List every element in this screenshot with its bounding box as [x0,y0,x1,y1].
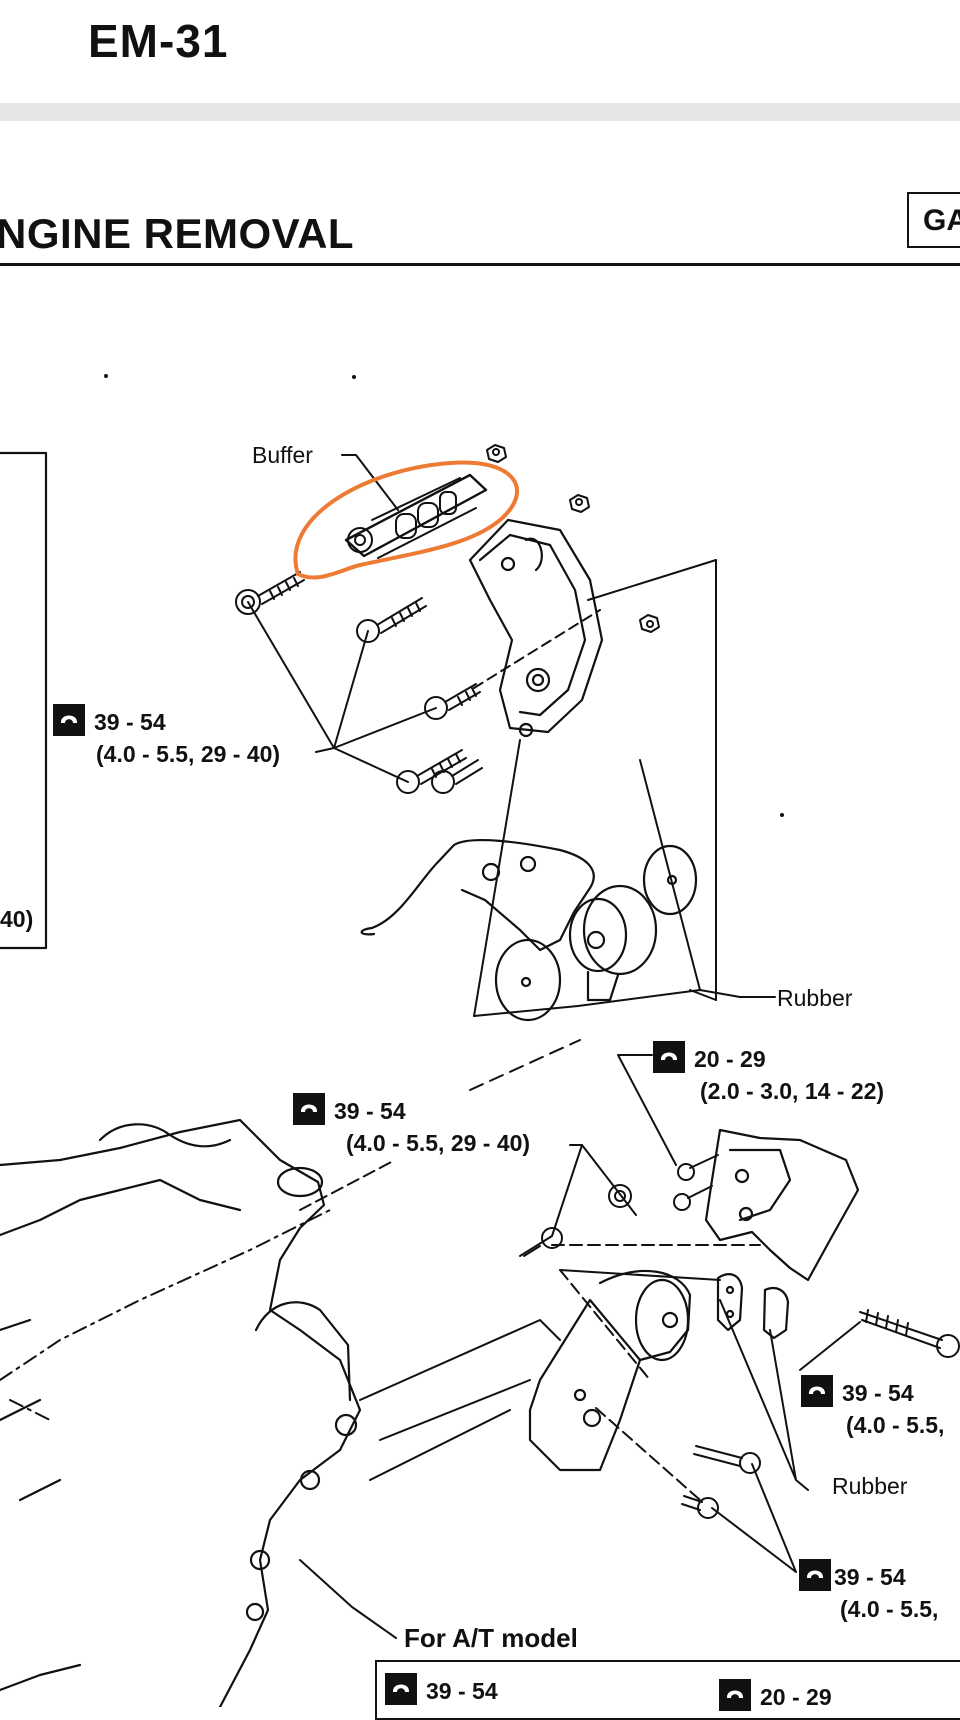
engine-mount-assembly [360,838,698,1022]
bolt-lower-right [859,1309,960,1358]
t5-leader [711,1463,797,1573]
torque-spec-2: 20 - 29 (2.0 - 3.0, 14 - 22) [652,1040,884,1107]
page-number: EM-31 [88,15,229,67]
lower-dashline [551,1244,761,1501]
bolt-left-stud [523,1227,563,1257]
left-frame [0,451,48,950]
header-band [0,103,960,121]
torque-spec-5: 39 - 54 (4.0 - 5.5, [798,1558,938,1625]
bolt-long-left [235,571,305,615]
torque-spec-1: 39 - 54 (4.0 - 5.5, 29 - 40) [52,703,280,770]
torque-range: 39 - 54 [334,1098,406,1124]
mount-bracket [468,518,604,738]
torque-wrench-icon [798,1558,832,1592]
torque-detail: (4.0 - 5.5, [846,1412,945,1438]
section-title: NGINE REMOVAL [0,210,355,257]
nut-side [639,614,660,633]
rubber-top-leader [473,989,776,1017]
engine-body [0,1118,362,1707]
bolt-lower-bottom [681,1495,719,1519]
dash-line-1 [473,609,601,689]
torque-wrench-icon [384,1672,418,1706]
torque-detail: (4.0 - 5.5, 29 - 40) [346,1130,531,1156]
torque-spec-3: 39 - 54 (4.0 - 5.5, 29 - 40) [292,1092,530,1159]
engine-dash [0,1209,331,1421]
bolt-lower-1 [424,683,481,720]
at-model-label: For A/T model [404,1623,578,1653]
buffer-highlight [293,460,519,580]
torque-spec-4: 39 - 54 (4.0 - 5.5, [800,1374,944,1441]
torque-detail: (4.0 - 5.5, [840,1596,939,1622]
torque-detail: (2.0 - 3.0, 14 - 22) [700,1078,885,1104]
bolts-pair [673,1154,719,1211]
torque-range: 20 - 29 [760,1684,832,1710]
nut-right [569,494,590,513]
torque-wrench-icon [718,1678,752,1712]
buffer-label: Buffer [252,442,313,468]
torque-detail: (4.0 - 5.5, 29 - 40) [96,741,281,767]
rubber-top-label: Rubber [777,985,853,1011]
torque-wrench-icon [52,703,86,737]
rubber-bottom-label: Rubber [832,1473,908,1499]
dash-diag-upper [299,1159,396,1211]
torque-range: 39 - 54 [426,1678,498,1704]
nut-top [486,444,507,463]
t3-leader [519,1144,637,1257]
torque-range: 39 - 54 [834,1564,906,1590]
partial-left-value: 40) [0,906,34,932]
rubber-bottom-leader [719,1299,809,1491]
torque-wrench-icon [800,1374,834,1408]
buffer-part [344,473,488,559]
torque-wrench-icon [652,1040,686,1074]
at-leader [299,1559,397,1639]
title-rule [0,263,960,266]
long-dash [469,1039,581,1091]
torque-range: 20 - 29 [694,1046,766,1072]
torque-spec-6: 39 - 54 [384,1672,498,1707]
bolt-mid-left [356,597,427,643]
section-code-box: GA [907,192,960,248]
bolt-lower-3 [431,759,483,794]
t4-leader [799,1321,861,1371]
torque-wrench-icon [292,1092,326,1126]
torque-range: 39 - 54 [94,709,166,735]
nut-small-1 [608,1184,632,1208]
bolt-lower-2 [396,749,467,794]
torque-spec-7: 20 - 29 [718,1678,832,1713]
buffer-leader [341,454,399,511]
section-code: GA [923,204,960,237]
leader-lines-top [247,601,437,783]
bolt-lower-mid [693,1445,761,1474]
t2-leader [617,1054,677,1166]
converge-2 [473,739,701,1017]
torque-range: 39 - 54 [842,1380,914,1406]
trans-outline-lines [359,1269,721,1481]
transmission-mount [528,1128,860,1472]
